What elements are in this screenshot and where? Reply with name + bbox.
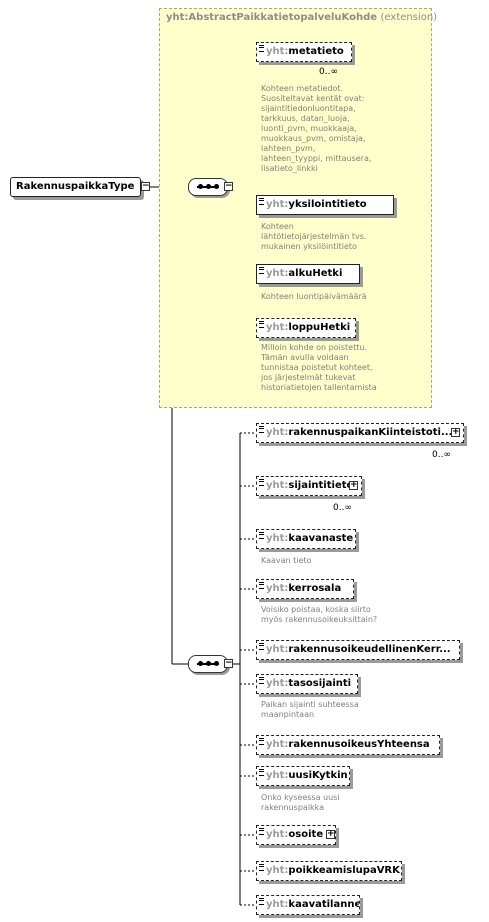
element-uusiKytkin[interactable]: yht:uusiKytkin (256, 766, 350, 786)
cardinality-metatieto: 0..∞ (319, 67, 338, 77)
collapse-root-icon[interactable]: − (141, 181, 150, 191)
element-lines-icon (259, 769, 264, 776)
doc-metatieto: Kohteen metatiedot.Suositeltavat kentät … (261, 84, 372, 173)
extension-suffix: (extension) (380, 12, 438, 23)
collapse-sequence-2-icon[interactable]: − (224, 658, 233, 668)
extension-group-title: yht:AbstractPaikkatietopalveluKohde (ext… (166, 12, 437, 23)
element-lines-icon (259, 267, 264, 274)
collapse-sequence-1-icon[interactable]: − (224, 181, 233, 191)
root-type-label: RakennuspaikkaType (16, 181, 135, 192)
element-lines-icon (259, 898, 264, 905)
element-lines-icon (259, 864, 264, 871)
sequence-compositor-2[interactable] (188, 655, 228, 673)
element-lines-icon (259, 198, 264, 205)
element-tasosijainti[interactable]: yht:tasosijainti (256, 674, 358, 694)
element-metatieto[interactable]: yht:metatieto (256, 42, 352, 62)
element-lines-icon (259, 738, 264, 745)
element-rakennusoikeusYhteensa[interactable]: yht:rakennusoikeusYhteensa (256, 735, 440, 755)
cardinality-rakennuspaikanKiinteistotieto: 0..∞ (432, 450, 451, 460)
element-lines-icon (259, 532, 264, 539)
element-alkuHetki[interactable]: yht:alkuHetki (256, 264, 360, 284)
doc-alkuHetki: Kohteen luontipäivämäärä (261, 292, 367, 301)
cardinality-sijaintitieto: 0..∞ (333, 503, 352, 513)
element-lines-icon (259, 643, 264, 650)
extension-type-name: yht:AbstractPaikkatietopalveluKohde (166, 12, 378, 23)
doc-kaavanaste: Kaavan tieto (261, 556, 312, 565)
element-rakennusoikeudellinenKerrosala[interactable]: yht:rakennusoikeudellinenKerr... (256, 640, 460, 660)
element-yksilointitieto[interactable]: yht:yksilointitieto (256, 195, 394, 215)
element-osoite[interactable]: yht:osoite (256, 825, 336, 845)
element-kerrosala[interactable]: yht:kerrosala (256, 579, 354, 599)
element-lines-icon (259, 677, 264, 684)
root-type-node[interactable]: RakennuspaikkaType (10, 177, 141, 197)
element-rakennuspaikanKiinteistotieto[interactable]: yht:rakennuspaikanKiinteistoti... (256, 423, 464, 443)
element-poikkeamislupaVRK[interactable]: yht:poikkeamislupaVRK (256, 861, 402, 881)
element-loppuHetki[interactable]: yht:loppuHetki (256, 318, 356, 338)
element-lines-icon (259, 45, 264, 52)
element-lines-icon (259, 426, 264, 433)
expand-osoite-icon[interactable]: + (326, 829, 335, 839)
element-lines-icon (259, 321, 264, 328)
element-kaavatilanne[interactable]: yht:kaavatilanne (256, 895, 360, 915)
element-lines-icon (259, 582, 264, 589)
element-lines-icon (259, 479, 264, 486)
element-kaavanaste[interactable]: yht:kaavanaste (256, 529, 356, 549)
expand-rakennuspaikanKiinteistotieto-icon[interactable]: + (451, 427, 460, 437)
element-lines-icon (259, 828, 264, 835)
element-sijaintitieto[interactable]: yht:sijaintitieto (256, 476, 362, 496)
expand-sijaintitieto-icon[interactable]: + (349, 480, 358, 490)
doc-loppuHetki: Milloin kohde on poistettu.Tämän avulla … (261, 343, 377, 392)
sequence-compositor-1[interactable] (188, 178, 228, 196)
